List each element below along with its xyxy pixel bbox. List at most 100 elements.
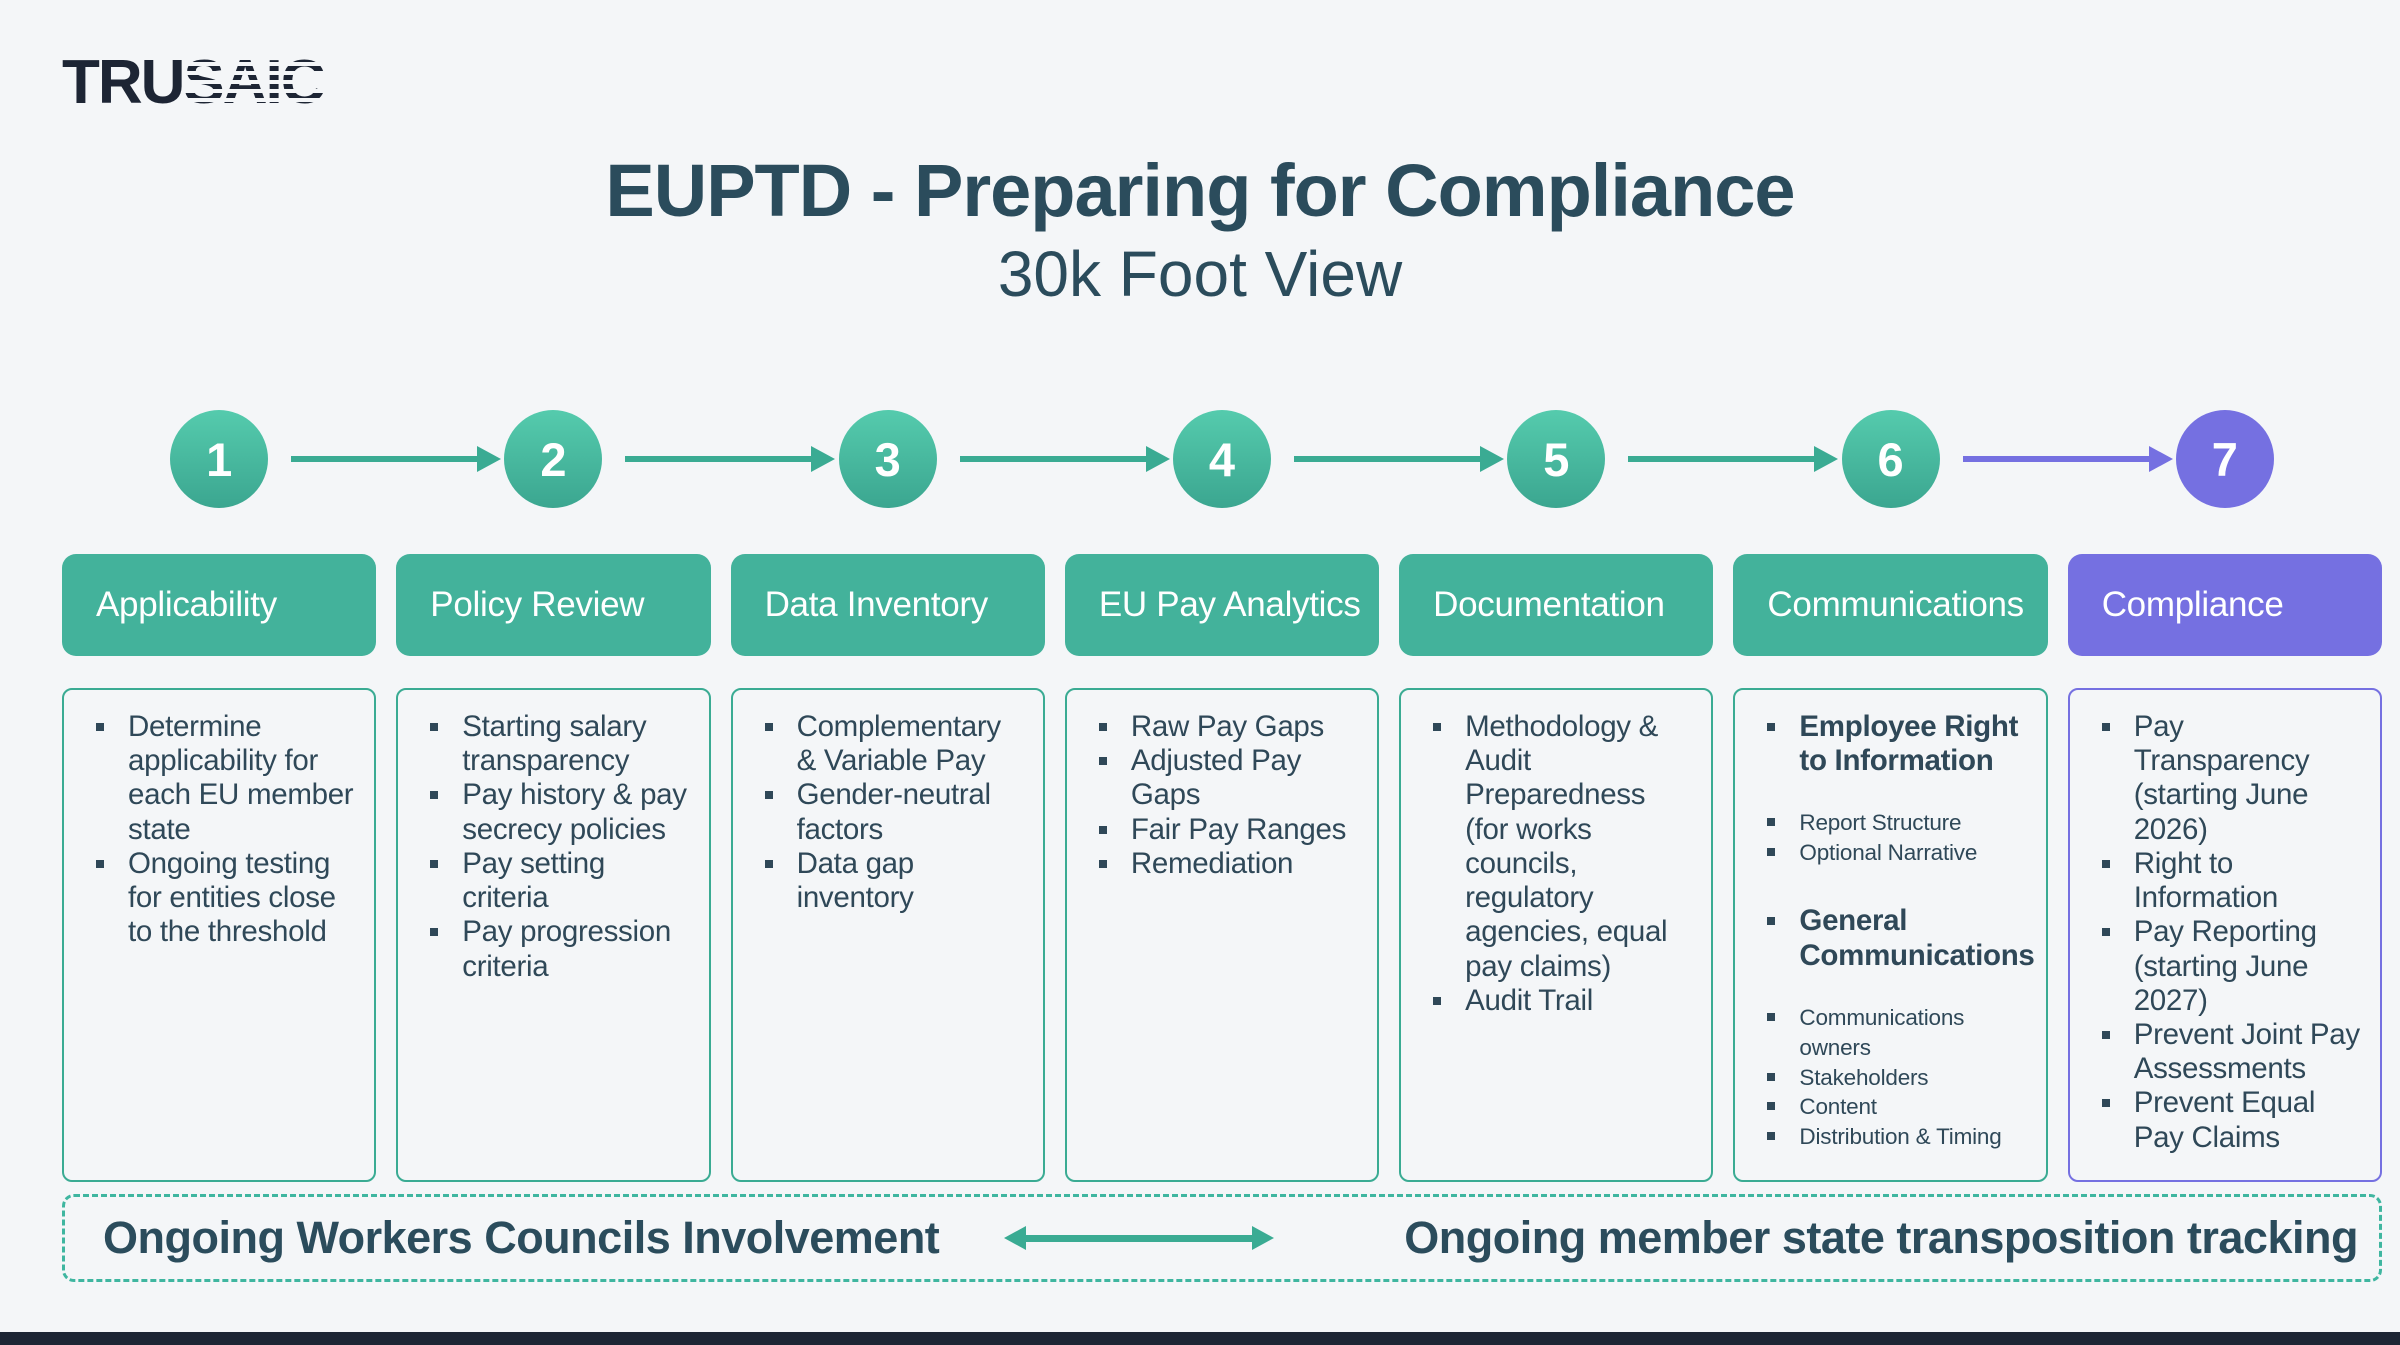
compliance-box: Pay Transparency (starting June 2026) Ri… [2067, 688, 2382, 1182]
bullet-square-icon [1098, 757, 1107, 766]
arrow-right-icon [625, 446, 836, 472]
bullet-square-icon [1098, 825, 1107, 834]
bullet-square-icon [96, 723, 104, 731]
list-item: Fair Pay Ranges [1097, 813, 1357, 847]
trusaic-logo: TRUSAIC [62, 52, 326, 114]
bullet-square-icon [1767, 848, 1776, 857]
bullet-square-icon [1767, 818, 1776, 827]
page-title: EUPTD - Preparing for Compliance [605, 149, 1795, 232]
bullet-square-icon [430, 859, 439, 868]
list-item: Right to Information [2100, 847, 2360, 915]
sub-list-item: Distribution & Timing [1765, 1122, 2025, 1152]
arrow-right-icon [959, 446, 1170, 472]
bullet-square-icon [764, 723, 773, 731]
column-header-communications: Communications [1733, 554, 2048, 656]
list-item: Raw Pay Gaps [1097, 710, 1357, 744]
bullet-square-icon [1767, 723, 1776, 731]
ongoing-right-text: Ongoing member state transposition track… [1404, 1212, 2358, 1263]
list-item: Audit Trail [1431, 984, 1691, 1018]
bullet-square-icon [1098, 723, 1107, 731]
step-circle-4: 4 [1172, 410, 1271, 508]
sub-list-item: Optional Narrative [1765, 838, 2025, 868]
column-header-compliance: Compliance [2067, 554, 2382, 656]
sub-list-item: Report Structure [1765, 808, 2025, 838]
page-subtitle: 30k Foot View [997, 237, 1403, 310]
bullet-square-icon [1098, 859, 1107, 868]
bullet-square-icon [430, 723, 439, 731]
step-circle-3: 3 [838, 410, 937, 508]
step-circle-7: 7 [2175, 410, 2274, 508]
column-bodies: Determine applicability for each EU memb… [62, 688, 2382, 1182]
step-number: 7 [2211, 432, 2238, 486]
step-circle-1: 1 [170, 410, 269, 508]
sub-list-item: Stakeholders [1765, 1063, 2025, 1093]
list-item: Pay progression criteria [428, 915, 688, 983]
list-item-heading: Employee Right to Information [1765, 710, 2025, 778]
step-4-cell: 4 [1065, 406, 1504, 514]
list-item: Pay setting criteria [428, 847, 688, 915]
step-7-cell: 7 [2068, 406, 2382, 514]
step-number: 1 [206, 432, 233, 486]
logo-text-saic: SAIC [183, 48, 325, 117]
list-item: Ongoing testing for entities close to th… [94, 847, 354, 950]
list-item: Prevent Equal Pay Claims [2100, 1086, 2360, 1154]
bullet-square-icon [430, 791, 439, 800]
list-item-heading: General Communications [1765, 904, 2035, 972]
list-item: Determine applicability for each EU memb… [94, 710, 354, 847]
step-flow: 1 2 3 4 5 6 7 [62, 406, 2382, 514]
list-item: Starting salary transparency [428, 710, 688, 778]
list-item: Methodology & Audit Preparedness (for wo… [1431, 710, 1691, 984]
list-item: Data gap inventory [763, 847, 1023, 915]
communications-box: Employee Right to Information Report Str… [1733, 688, 2048, 1182]
bullet-square-icon [1767, 1102, 1776, 1111]
ongoing-band: Ongoing Workers Councils Involvement Ong… [62, 1194, 2382, 1282]
step-2-cell: 2 [396, 406, 836, 514]
list-item: Pay Reporting (starting June 2027) [2100, 915, 2360, 1018]
list-item: Pay history & pay secrecy policies [428, 778, 688, 846]
logo-text-tru: TRU [62, 48, 185, 117]
bullet-square-icon [1767, 1132, 1776, 1141]
bullet-square-icon [430, 928, 439, 937]
bullet-square-icon [1767, 1012, 1776, 1021]
eu-pay-analytics-box: Raw Pay Gaps Adjusted Pay Gaps Fair Pay … [1064, 688, 1380, 1182]
bullet-square-icon [2101, 1099, 2110, 1108]
step-circle-2: 2 [504, 410, 603, 508]
bottom-bar [0, 1332, 2400, 1345]
list-item: Remediation [1097, 847, 1357, 881]
step-number: 4 [1208, 432, 1236, 486]
bullet-square-icon [2101, 1030, 2110, 1039]
column-header-policy-review: Policy Review [396, 554, 711, 656]
bullet-square-icon [764, 791, 773, 800]
step-5-cell: 5 [1399, 406, 1839, 514]
title-block: EUPTD - Preparing for Compliance 30k Foo… [0, 152, 2400, 311]
step-circle-6: 6 [1841, 410, 1940, 508]
step-number: 3 [874, 432, 901, 486]
step-6-cell: 6 [1733, 406, 2173, 514]
data-inventory-box: Complementary & Variable Pay Gender-neut… [730, 688, 1045, 1182]
arrow-right-icon [1293, 446, 1504, 472]
step-3-cell: 3 [731, 406, 1170, 514]
bullet-square-icon [2101, 723, 2110, 731]
bullet-square-icon [764, 859, 773, 868]
step-circle-5: 5 [1507, 410, 1606, 508]
column-header-documentation: Documentation [1399, 554, 1714, 656]
bullet-square-icon [1433, 996, 1442, 1005]
column-headers: Applicability Policy Review Data Invento… [62, 554, 2382, 656]
ongoing-left-text: Ongoing Workers Councils Involvement [103, 1212, 940, 1263]
arrow-right-icon [291, 446, 502, 472]
arrow-right-icon [1962, 446, 2173, 472]
step-number: 6 [1877, 432, 1904, 486]
list-item: Gender-neutral factors [763, 778, 1023, 846]
arrow-right-icon [1628, 446, 1839, 472]
policy-review-box: Starting salary transparency Pay history… [396, 688, 711, 1182]
bullet-square-icon [2101, 928, 2110, 937]
sub-list-item: Communications owners [1765, 1003, 2025, 1063]
step-number: 2 [540, 432, 567, 486]
bullet-square-icon [2101, 859, 2110, 868]
applicability-box: Determine applicability for each EU memb… [62, 688, 377, 1182]
bullet-square-icon [1433, 723, 1442, 731]
bullet-square-icon [96, 859, 104, 868]
list-item: Pay Transparency (starting June 2026) [2100, 710, 2360, 847]
bullet-square-icon [1767, 1072, 1776, 1081]
